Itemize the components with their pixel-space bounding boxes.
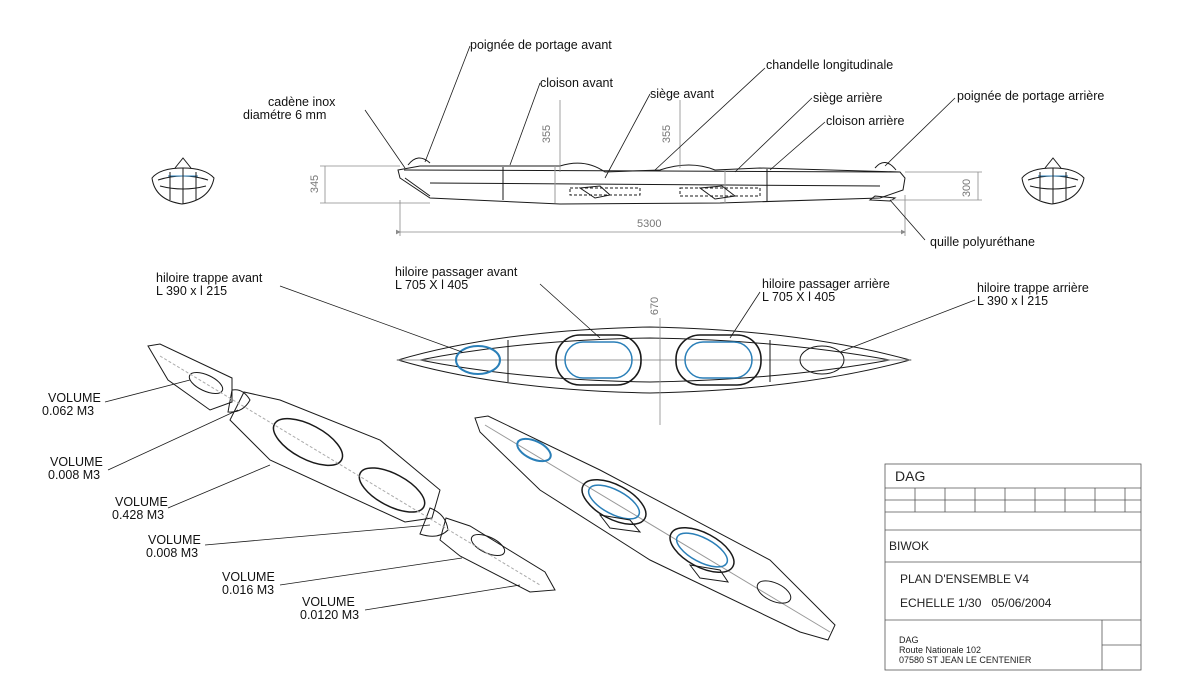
volume-value-5: 0.016 M3: [222, 583, 275, 597]
label-cloison-avant: cloison avant: [540, 76, 613, 90]
volume-value-3: 0.428 M3: [112, 508, 165, 522]
label-hiloire-trappe-arriere: hiloire trappe arrière: [977, 281, 1089, 295]
dim-width: 670: [649, 296, 662, 316]
label-cadene-line1: cadène inox: [268, 95, 336, 109]
label-siege-avant: siège avant: [650, 87, 714, 101]
title-block-frame: [884, 463, 1142, 671]
title-block-product: BIWOK: [889, 539, 930, 553]
dim-cockpit-rear: 355: [661, 124, 674, 144]
volume-label-6: VOLUME: [302, 595, 355, 609]
label-hiloire-passager-avant-dim: L 705 X l 405: [395, 278, 469, 292]
volume-value-4: 0.008 M3: [146, 546, 199, 560]
top-front-hatch: [455, 345, 501, 375]
label-hiloire-trappe-arriere-dim: L 390 x l 215: [977, 294, 1049, 308]
volume-leaders: [104, 379, 521, 611]
volume-value-2: 0.008 M3: [48, 468, 101, 482]
label-poignee-avant: poignée de portage avant: [470, 38, 612, 52]
side-view: [397, 157, 906, 205]
top-view: [396, 326, 912, 394]
side-hull-outline: [397, 162, 906, 205]
label-chandelle: chandelle longitudinale: [766, 58, 894, 72]
volume-label-3: VOLUME: [115, 495, 168, 509]
iso-rear-cockpit-2: [669, 526, 735, 574]
label-quille: quille polyuréthane: [930, 235, 1035, 249]
dim-length: 5300: [637, 218, 662, 230]
label-hiloire-passager-arriere: hiloire passager arrière: [762, 277, 890, 291]
volume-label-4: VOLUME: [148, 533, 201, 547]
front-end-view: [151, 157, 215, 205]
volume-label-2: VOLUME: [50, 455, 103, 469]
iso-view: [474, 415, 836, 641]
label-poignee-arriere: poignée de portage arrière: [957, 89, 1105, 103]
label-hiloire-trappe-avant: hiloire trappe avant: [156, 271, 263, 285]
top-leaders: [279, 283, 976, 353]
iso-rear-cockpit: [358, 467, 426, 513]
label-cadene-line2: diamétre 6 mm: [243, 108, 327, 122]
label-hiloire-trappe-avant-dim: L 390 x l 215: [156, 284, 228, 298]
dim-height-front: 345: [309, 174, 322, 194]
label-hiloire-passager-arriere-dim: L 705 X l 405: [762, 290, 836, 304]
dim-cockpit-front: 355: [541, 124, 554, 144]
top-rear-hatch: [799, 345, 845, 375]
label-cloison-arriere: cloison arrière: [826, 114, 905, 128]
dim-height-rear: 300: [961, 178, 974, 198]
title-block-address-3: 07580 ST JEAN LE CENTENIER: [899, 655, 1032, 665]
top-rear-cockpit: [675, 334, 762, 386]
iso-front-cockpit-2: [581, 478, 647, 526]
title-block-drawing-title: PLAN D'ENSEMBLE V4: [900, 572, 1030, 586]
iso-front-hatch: [516, 437, 552, 463]
title-block-company: DAG: [895, 468, 926, 484]
side-dimensions: [320, 100, 982, 236]
iso-rear-hatch: [756, 580, 792, 604]
exploded-iso-view: [147, 343, 556, 593]
title-block-address-1: DAG: [899, 635, 919, 645]
title-block-address-2: Route Nationale 102: [899, 645, 982, 655]
iso-front-cockpit: [272, 417, 344, 467]
top-front-cockpit: [555, 334, 642, 386]
label-hiloire-passager-avant: hiloire passager avant: [395, 265, 518, 279]
volume-label-1: VOLUME: [48, 391, 101, 405]
side-leaders: [364, 45, 956, 241]
volume-label-5: VOLUME: [222, 570, 275, 584]
volume-value-1: 0.062 M3: [42, 404, 95, 418]
label-siege-arriere: siège arrière: [813, 91, 883, 105]
rear-end-view: [1021, 157, 1085, 205]
volume-value-6: 0.0120 M3: [300, 608, 360, 622]
title-block-scale-date: ECHELLE 1/30 05/06/2004: [900, 596, 1052, 610]
